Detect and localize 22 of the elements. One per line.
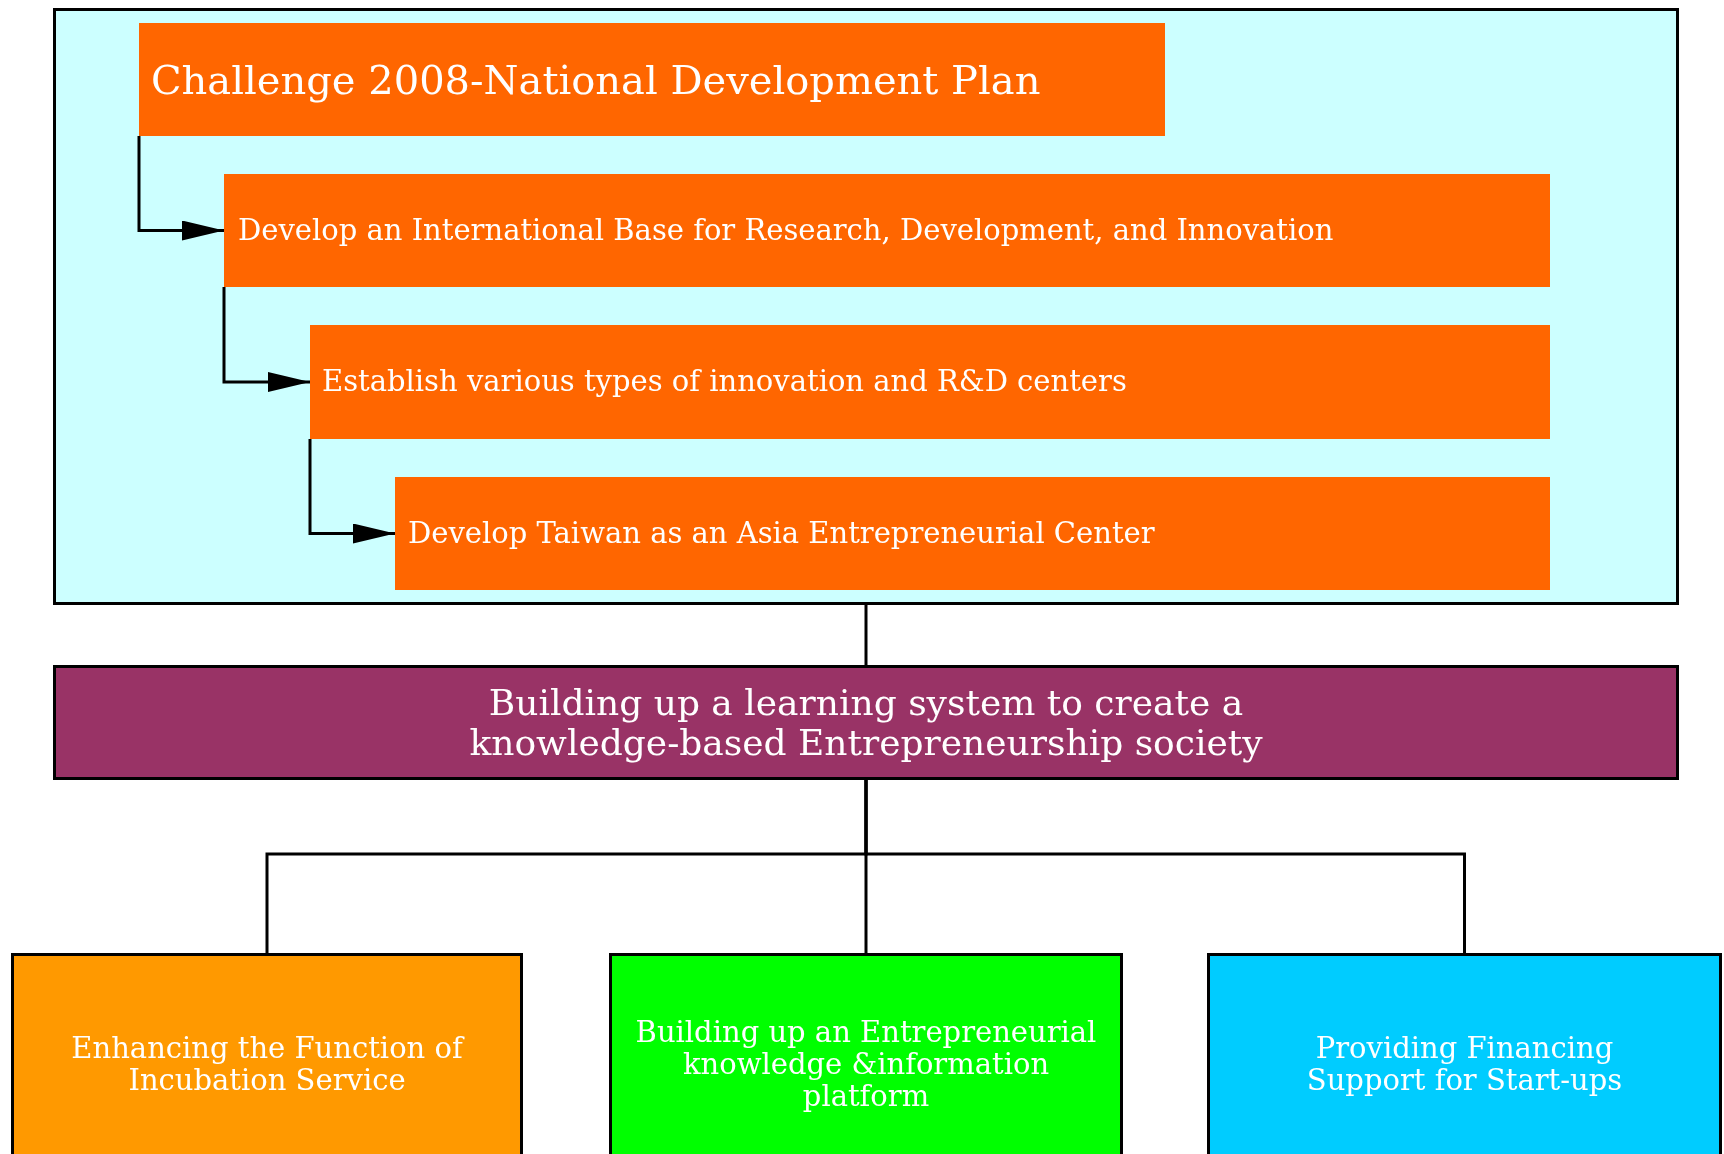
process-box [11, 953, 523, 1154]
box-label: Building up a learning system to create a knowledge-based Entrepreneurship society [468, 682, 1264, 763]
box-label: Enhancing the Function of Incubation Service [70, 1033, 466, 1097]
arrow [308, 439, 395, 544]
process-box [224, 174, 1550, 287]
container-box [53, 8, 1679, 605]
box-label: Develop Taiwan as an Asia Entrepreneurial Center [408, 517, 1155, 550]
process-box [1207, 953, 1722, 1154]
box-label: Building up an Entrepreneurial knowledge &information platform [634, 1017, 1098, 1113]
process-box [310, 325, 1550, 439]
box-label: Develop an International Base for Research, Development, and Innovation [238, 214, 1334, 247]
process-box [609, 953, 1123, 1154]
connector-line [864, 780, 1466, 953]
process-box [139, 23, 1165, 136]
box-label: Establish various types of innovation and R&D centers [322, 366, 1127, 398]
connector-line [864, 605, 868, 665]
box-label: Providing Financing Support for Start-ups [1305, 1033, 1624, 1097]
box-label: Challenge 2008-National Development Plan [151, 57, 1041, 102]
process-box [53, 665, 1679, 780]
arrow [137, 136, 224, 241]
arrow [222, 287, 310, 392]
process-box [395, 477, 1550, 590]
